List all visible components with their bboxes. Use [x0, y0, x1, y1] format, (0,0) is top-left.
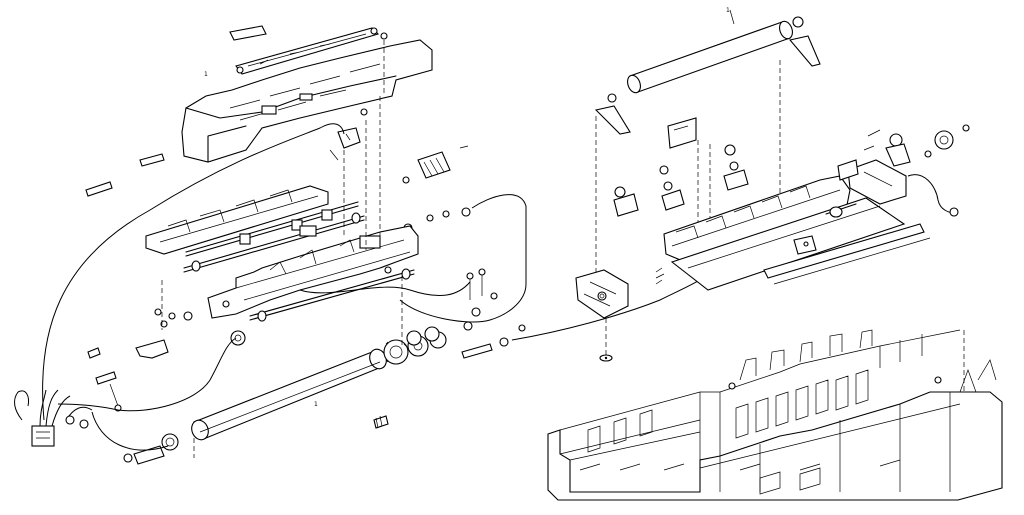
screw-column: [463, 268, 498, 331]
clip-part-b: [85, 181, 113, 197]
washer-e: [461, 207, 471, 217]
callout-left-cover: 1: [204, 71, 208, 78]
spring-center: [655, 267, 665, 285]
upper-roller: [627, 20, 793, 94]
paper-guide-plate: [145, 185, 329, 255]
platen-roller: [191, 348, 387, 441]
cable-end-connector: [461, 324, 526, 359]
connector-harness: [14, 389, 93, 447]
bracket-small: [329, 108, 368, 161]
roller-bushing-left: [594, 93, 631, 135]
lower-drive-shaft: [249, 268, 415, 322]
small-spring-left: [87, 347, 101, 359]
clip-part-a: [139, 153, 165, 167]
bushing-stack-c: [723, 144, 749, 191]
bushing-stack-a: [613, 186, 639, 217]
harness-wire-main: [42, 123, 345, 421]
main-base-body: [547, 329, 1003, 501]
harness-wire-cross: [399, 194, 527, 323]
heater-bar: [763, 223, 931, 285]
idler-gear-pair: [406, 326, 440, 346]
lower-guide-plate: [670, 197, 906, 291]
harness-wire-return: [57, 337, 237, 412]
label-plate: [229, 25, 267, 41]
motor-gear-assembly: [847, 124, 970, 205]
bushing-stack-b: [659, 165, 685, 211]
idler-gear-left: [230, 330, 246, 346]
washer-g: [183, 311, 193, 321]
washer-c: [426, 214, 434, 222]
harness-wire-lower: [91, 411, 169, 451]
sensor-bracket: [793, 235, 817, 255]
lever-bracket-left: [135, 280, 169, 359]
washer-f: [168, 312, 176, 320]
fuser-frame: [663, 175, 851, 265]
clip-part-c: [95, 371, 117, 385]
rubber-roller: [417, 151, 451, 179]
platen-bearing-left: [123, 433, 179, 465]
top-guide-rail: [235, 27, 380, 75]
roller-bushing-right: [788, 16, 821, 67]
link-rod: [109, 383, 119, 407]
callout-pressure-roller: 1: [314, 401, 318, 408]
top-cover-housing: [181, 39, 433, 163]
screw-top: [380, 32, 388, 96]
feed-roller-shaft-upper: [185, 201, 359, 257]
center-mount-bracket: [575, 269, 629, 319]
washer-a: [402, 176, 410, 184]
l-bracket: [667, 117, 697, 149]
fuser-shaft: [825, 159, 859, 218]
linkage-cable: [299, 281, 471, 296]
feed-roller-shaft-lower: [183, 212, 365, 273]
motor-wire: [907, 174, 957, 213]
harness-wire-right: [511, 269, 715, 341]
washer-lower-center: [599, 354, 613, 362]
callout-roller-top: 1: [726, 7, 730, 14]
washer-d: [442, 210, 450, 218]
side-frame-chassis: [207, 225, 419, 319]
pin-a: [459, 145, 469, 149]
